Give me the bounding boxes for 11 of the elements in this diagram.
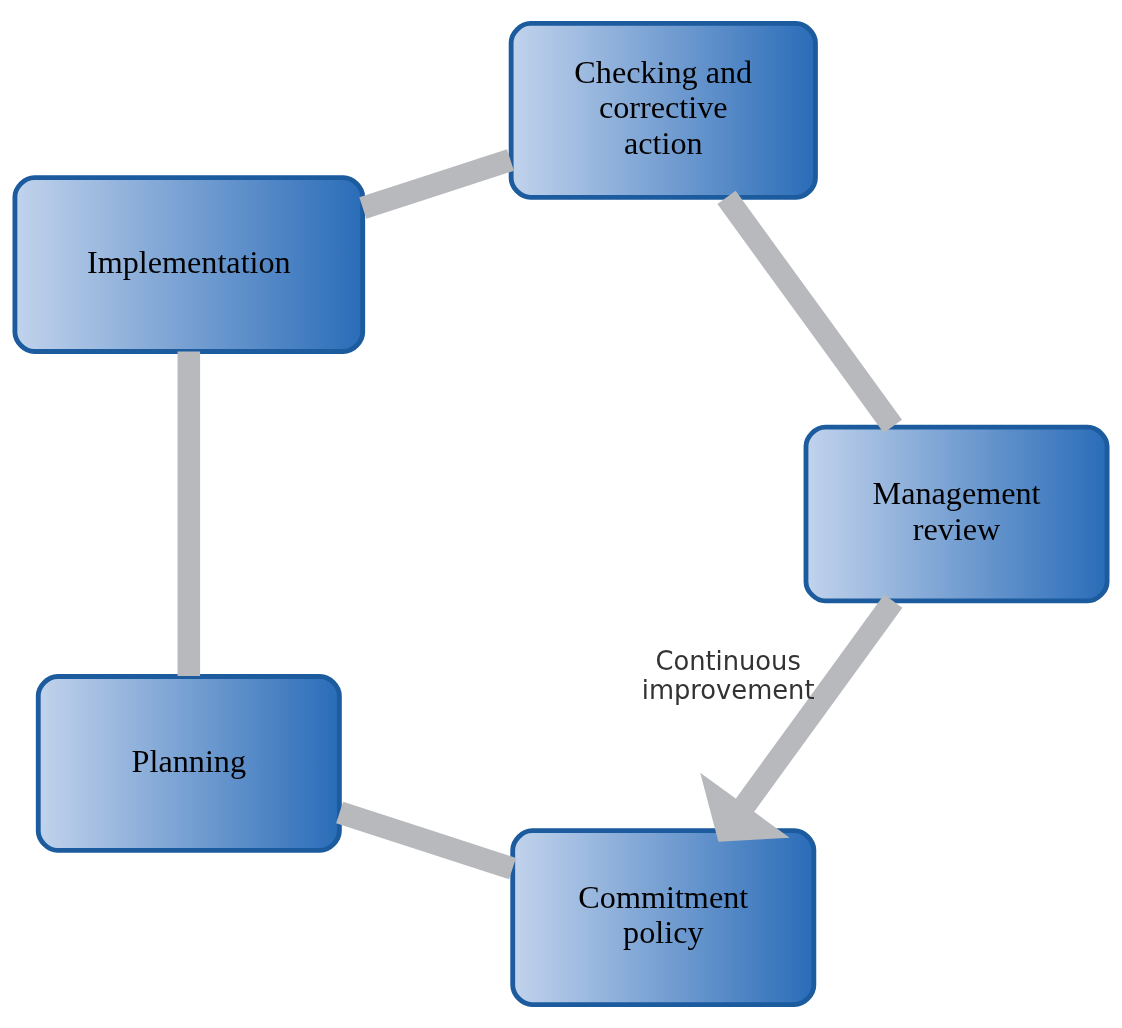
connector [717,190,902,433]
node-box: Commitment policy [510,828,817,1007]
connector [359,149,514,219]
node-box: Management review [803,424,1110,604]
node-box: Planning [35,674,342,853]
connector [177,351,201,676]
arrow [700,594,903,842]
node-box: Checking and corrective action [508,21,818,200]
connector [336,801,516,880]
edge-label: Continuous improvement [641,646,815,706]
node-box: Implementation [12,175,366,354]
